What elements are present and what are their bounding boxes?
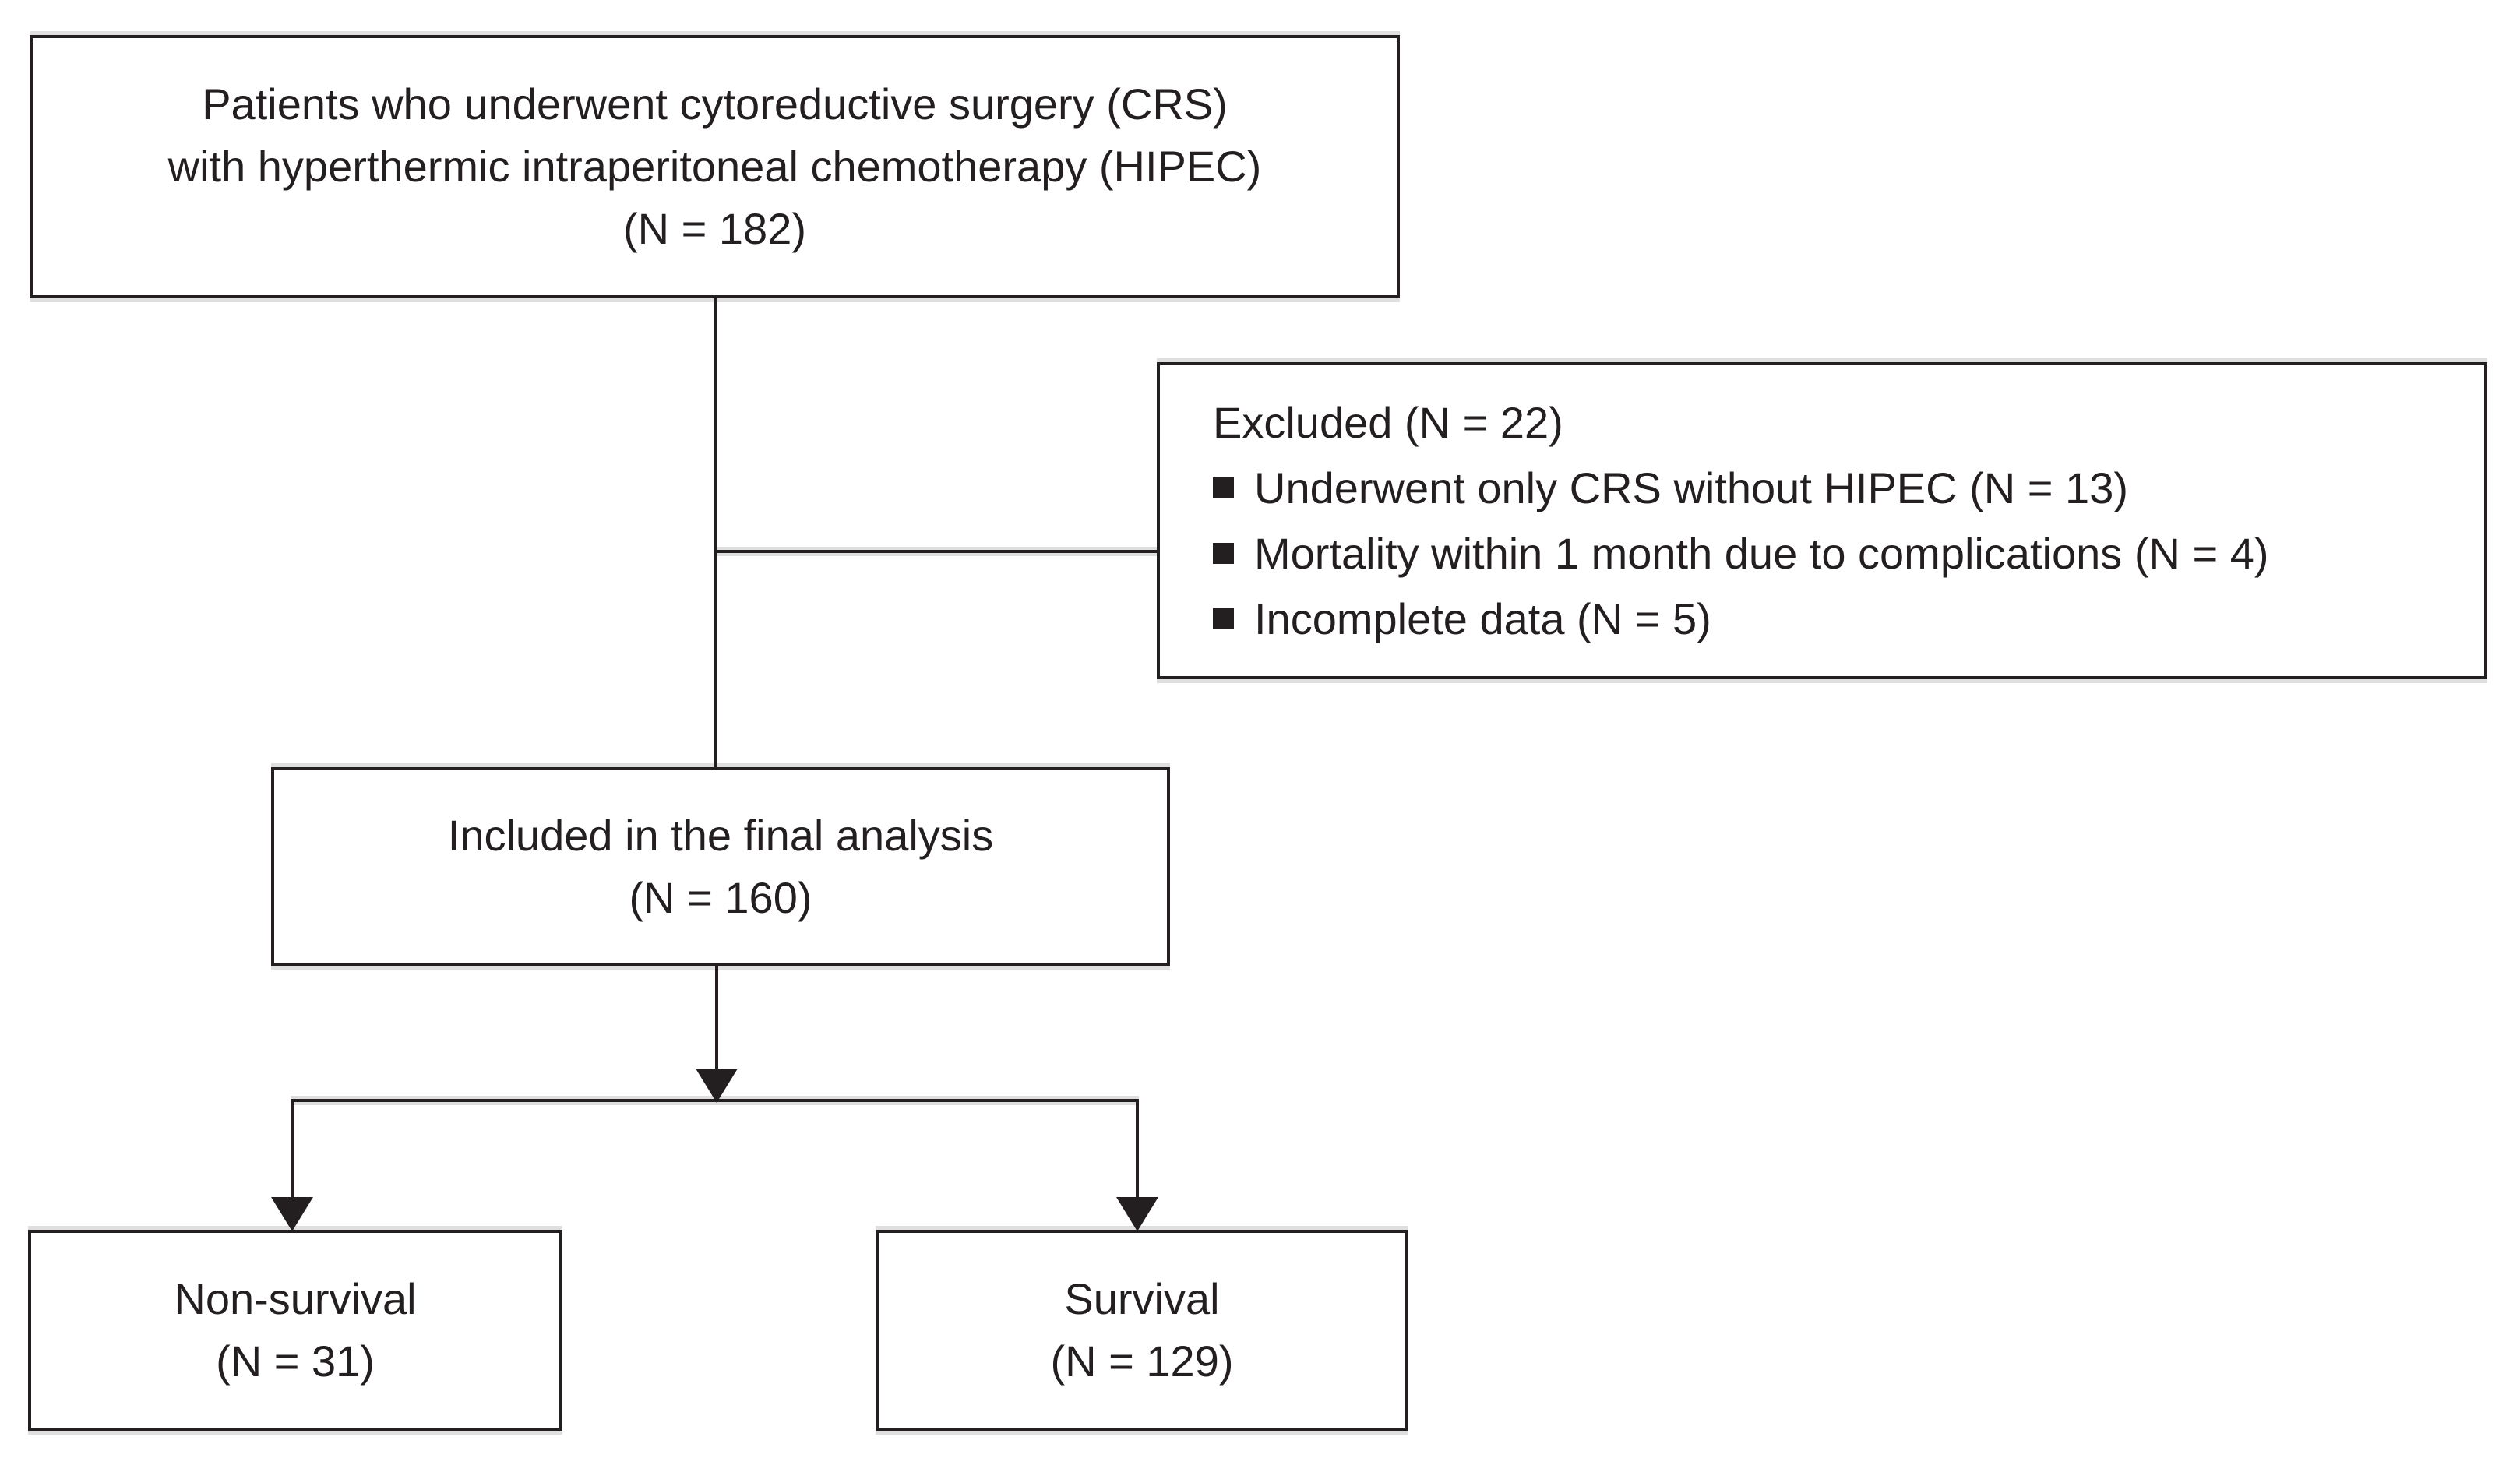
arrowhead-down-icon xyxy=(1116,1197,1158,1231)
node-included-final-analysis: Included in the final analysis (N = 160) xyxy=(271,767,1170,966)
node-text-line: (N = 129) xyxy=(1050,1336,1234,1386)
connector-branch-to-survival xyxy=(1136,1100,1139,1199)
bullet-square-icon xyxy=(1213,477,1234,498)
node-excluded: Excluded (N = 22) Underwent only CRS wit… xyxy=(1157,362,2487,679)
node-text-line: with hyperthermic intraperitoneal chemot… xyxy=(167,142,1262,191)
excluded-title: Excluded (N = 22) xyxy=(1213,397,1563,447)
bullet-square-icon xyxy=(1213,543,1234,564)
node-text-line: Survival xyxy=(1064,1274,1220,1323)
excluded-item: Incomplete data (N = 5) xyxy=(1213,586,1711,652)
node-text-line: (N = 160) xyxy=(629,872,812,922)
arrowhead-down-icon xyxy=(696,1069,738,1103)
branch-line xyxy=(291,1099,1139,1102)
excluded-item: Mortality within 1 month due to complica… xyxy=(1213,521,2269,586)
connector-initial-to-included xyxy=(714,298,717,767)
excluded-item: Underwent only CRS without HIPEC (N = 13… xyxy=(1213,456,2128,521)
connector-included-to-branch xyxy=(715,966,718,1071)
excluded-item-label: Incomplete data (N = 5) xyxy=(1254,593,1711,643)
node-text-line: (N = 182) xyxy=(623,204,806,253)
node-text-line: Non-survival xyxy=(174,1274,417,1323)
node-non-survival: Non-survival (N = 31) xyxy=(28,1230,562,1431)
arrowhead-down-icon xyxy=(271,1197,313,1231)
node-survival: Survival (N = 129) xyxy=(876,1230,1408,1431)
node-text-line: Included in the final analysis xyxy=(447,810,994,860)
node-text-line: Patients who underwent cytoreductive sur… xyxy=(202,79,1228,129)
excluded-item-label: Mortality within 1 month due to complica… xyxy=(1254,528,2269,578)
connector-to-excluded xyxy=(715,550,1157,553)
bullet-square-icon xyxy=(1213,608,1234,629)
excluded-item-label: Underwent only CRS without HIPEC (N = 13… xyxy=(1254,463,2128,512)
node-text-line: (N = 31) xyxy=(216,1336,375,1386)
connector-branch-to-nonsurvival xyxy=(291,1100,294,1199)
node-initial-population: Patients who underwent cytoreductive sur… xyxy=(30,35,1400,298)
